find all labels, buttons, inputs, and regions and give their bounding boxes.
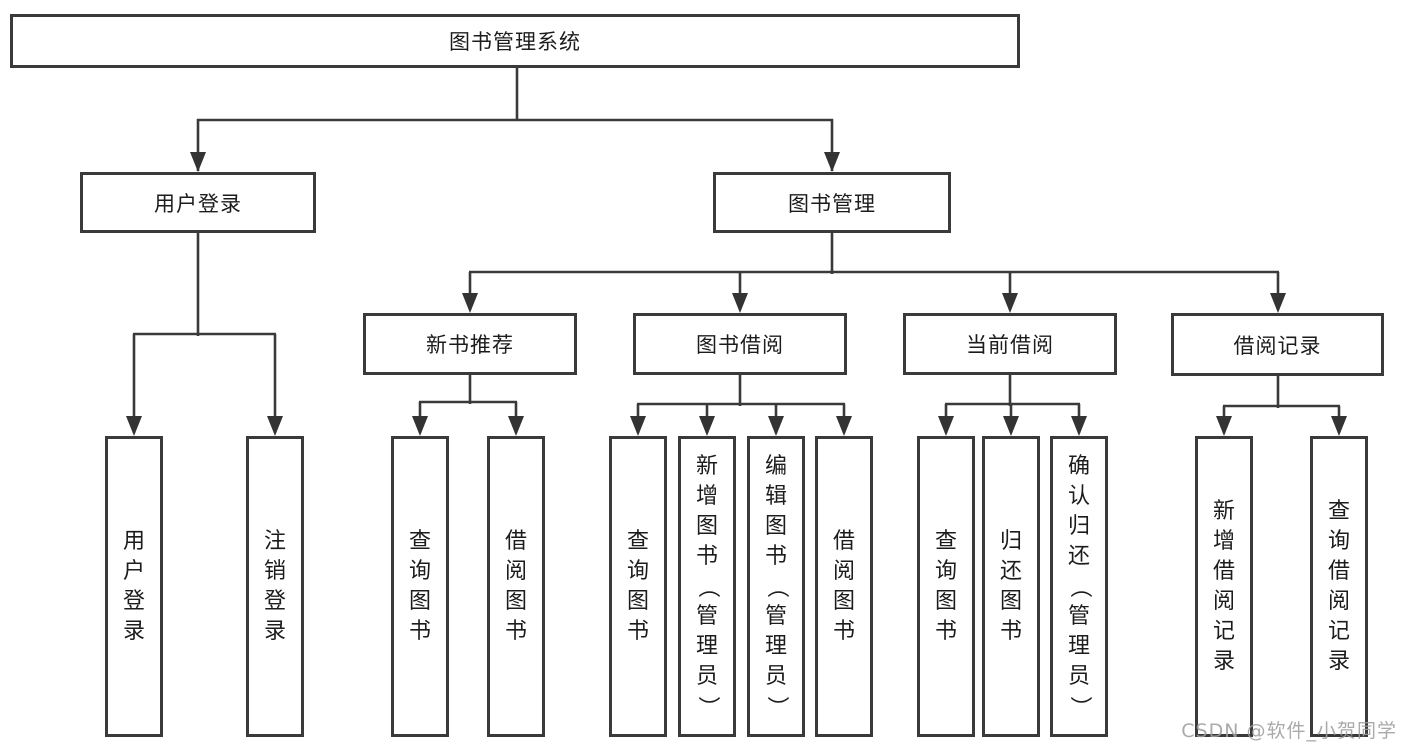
- arrowhead: [1270, 293, 1286, 313]
- leaf-query-borrow-record-label: 查询借阅记录: [1327, 498, 1350, 674]
- leaf-borrow-books-2-label: 借阅图书: [832, 528, 855, 644]
- leaf-query-books-1-label: 查询图书: [408, 528, 431, 644]
- arrowhead: [126, 416, 142, 436]
- node-current-borrow: 当前借阅: [903, 313, 1117, 375]
- arrowhead: [508, 416, 524, 436]
- leaf-add-books-admin: 新增图书（管理员）: [678, 436, 736, 737]
- node-book-management: 图书管理: [713, 172, 951, 233]
- node-borrow-records-label: 借阅记录: [1233, 333, 1322, 358]
- leaf-query-books-3: 查询图书: [917, 436, 975, 737]
- arrowheads: [126, 152, 1347, 436]
- arrowhead: [1003, 416, 1019, 436]
- node-root-label: 图书管理系统: [449, 30, 581, 54]
- leaf-query-books-3-label: 查询图书: [934, 528, 957, 644]
- leaf-borrow-books-2: 借阅图书: [815, 436, 873, 737]
- arrowhead: [1216, 416, 1232, 436]
- leaf-add-borrow-record-label: 新增借阅记录: [1212, 498, 1235, 674]
- arrowhead: [836, 416, 852, 436]
- leaf-edit-books-admin: 编辑图书（管理员）: [747, 436, 805, 737]
- leaf-edit-books-admin-label: 编辑图书（管理员）: [763, 453, 789, 718]
- leaf-confirm-return-admin: 确认归还（管理员）: [1050, 436, 1108, 737]
- arrowhead: [267, 416, 283, 436]
- leaf-logout-label: 注销登录: [263, 528, 286, 644]
- arrowhead: [824, 152, 840, 172]
- leaf-query-books-2: 查询图书: [609, 436, 667, 737]
- leaf-logout: 注销登录: [246, 436, 304, 737]
- leaf-confirm-return-admin-label: 确认归还（管理员）: [1066, 453, 1092, 718]
- node-book-borrow-label: 图书借阅: [696, 333, 784, 357]
- leaf-return-books-label: 归还图书: [999, 528, 1022, 644]
- leaf-add-borrow-record: 新增借阅记录: [1195, 436, 1253, 737]
- node-user-login-label: 用户登录: [154, 191, 242, 216]
- leaf-query-books-1: 查询图书: [391, 436, 449, 737]
- arrowhead: [630, 416, 646, 436]
- node-new-book-recommend: 新书推荐: [363, 313, 577, 375]
- arrowhead: [699, 416, 715, 436]
- node-book-borrow: 图书借阅: [633, 313, 847, 375]
- leaf-add-books-admin-label: 新增图书（管理员）: [694, 453, 720, 718]
- node-root-system: 图书管理系统: [10, 14, 1020, 68]
- arrowhead: [768, 416, 784, 436]
- node-new-book-recommend-label: 新书推荐: [426, 333, 514, 357]
- arrowhead: [938, 416, 954, 436]
- csdn-watermark: CSDN @软件_小贺同学: [1181, 720, 1397, 742]
- leaf-borrow-books-1-label: 借阅图书: [504, 528, 527, 644]
- arrowhead: [462, 293, 478, 313]
- leaf-user-login-label: 用户登录: [122, 528, 145, 644]
- leaf-user-login: 用户登录: [105, 436, 163, 737]
- arrowhead: [732, 293, 748, 313]
- leaf-query-borrow-record: 查询借阅记录: [1310, 436, 1368, 737]
- leaf-return-books: 归还图书: [982, 436, 1040, 737]
- arrowhead: [1331, 416, 1347, 436]
- tree-edges: [132, 68, 1341, 433]
- arrowhead: [190, 152, 206, 172]
- leaf-borrow-books-1: 借阅图书: [487, 436, 545, 737]
- node-book-management-label: 图书管理: [788, 191, 876, 216]
- node-current-borrow-label: 当前借阅: [966, 333, 1054, 357]
- arrowhead: [1071, 416, 1087, 436]
- node-user-login: 用户登录: [80, 172, 316, 233]
- node-borrow-records: 借阅记录: [1171, 313, 1384, 376]
- arrowhead: [1002, 293, 1018, 313]
- arrowhead: [412, 416, 428, 436]
- leaf-query-books-2-label: 查询图书: [626, 528, 649, 644]
